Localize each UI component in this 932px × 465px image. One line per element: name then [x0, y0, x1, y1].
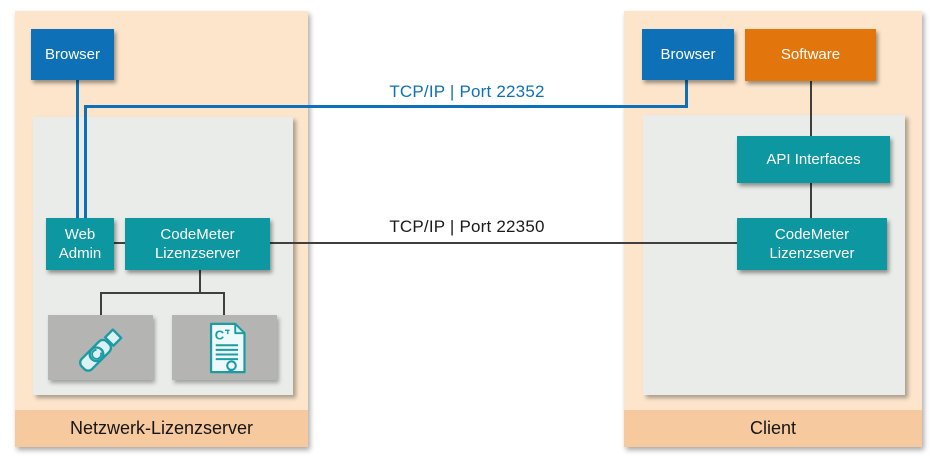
- server-browser-node: Browser: [31, 29, 114, 80]
- connection-webadmin-to-codemeter: [114, 242, 125, 244]
- client-codemeter-node: CodeMeter Lizenzserver: [737, 218, 887, 270]
- client-browser-node: Browser: [642, 29, 734, 80]
- connection-tcp-22352: [84, 105, 688, 108]
- usb-dongle-icon: [78, 327, 122, 372]
- web-admin-node: Web Admin: [46, 218, 114, 270]
- web-admin-label: Web Admin: [58, 225, 102, 263]
- connection-branch-to-license: [223, 292, 225, 316]
- tcp-port-22350-label: TCP/IP | Port 22350: [389, 217, 545, 236]
- connection-browser-to-webadmin: [76, 80, 79, 218]
- connection-software-to-api: [810, 80, 812, 136]
- tcp-port-22352-label: TCP/IP | Port 22352: [389, 82, 545, 101]
- software-label: Software: [780, 46, 841, 64]
- connection-tcp-22350: [270, 242, 737, 244]
- svg-text:C: C: [214, 327, 224, 342]
- server-codemeter-label: CodeMeter Lizenzserver: [154, 225, 241, 263]
- right-panel-title-strip: Client: [624, 410, 922, 447]
- connection-container-branch: [100, 292, 225, 294]
- api-interfaces-label: API Interfaces: [766, 150, 861, 168]
- connection-webadmin-elbow: [84, 106, 87, 218]
- connection-branch-to-dongle: [100, 292, 102, 316]
- client-codemeter-label: CodeMeter Lizenzserver: [769, 225, 855, 263]
- software-node: Software: [745, 29, 876, 81]
- api-interfaces-node: API Interfaces: [737, 136, 890, 183]
- right-panel-title: Client: [749, 418, 797, 438]
- client-browser-label: Browser: [660, 45, 716, 63]
- connection-codemeter-to-containers: [199, 270, 201, 293]
- dongle-container-box: [48, 315, 153, 380]
- left-panel-title-strip: Netzwerk-Lizenzserver: [15, 410, 308, 447]
- license-file-container-box: C: [172, 315, 277, 380]
- license-file-icon: C: [209, 322, 246, 374]
- server-browser-label: Browser: [44, 45, 100, 63]
- left-panel-title: Netzwerk-Lizenzserver: [69, 418, 254, 438]
- server-codemeter-node: CodeMeter Lizenzserver: [125, 218, 270, 270]
- connection-api-to-codemeter: [810, 183, 812, 218]
- connection-client-browser-elbow: [685, 80, 688, 108]
